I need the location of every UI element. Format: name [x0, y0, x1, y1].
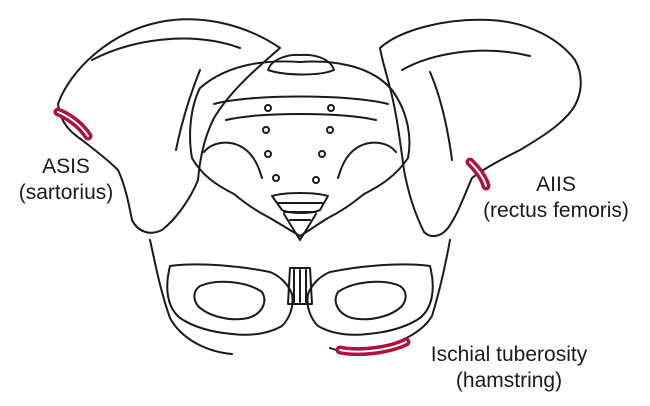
ischial-tuberosity-label: Ischial tuberosity (hamstring) [404, 342, 614, 394]
right-iliac-fossa [401, 49, 531, 161]
right-pubis [306, 263, 434, 336]
aiis-label: AIIS (rectus femoris) [466, 172, 646, 224]
sacral-ala-line [225, 113, 377, 121]
left-obturator-foramen [193, 280, 266, 321]
sacrum [189, 60, 411, 237]
ischial-tuberosity-label-muscle: (hamstring) [455, 369, 563, 392]
left-iliac-fossa [91, 37, 241, 151]
sacral-base-line [213, 95, 389, 105]
asis-label-name: ASIS [42, 155, 90, 178]
sacral-promontory [267, 53, 335, 76]
coccyx-tip [283, 213, 317, 241]
aiis-label-name: AIIS [536, 173, 576, 196]
left-ischium [149, 239, 233, 355]
asis-label-muscle: (sartorius) [18, 181, 114, 204]
sacrum-inner-right [337, 141, 397, 179]
coccyx-segments [277, 202, 323, 221]
sacral-foramina [262, 104, 335, 184]
asis-label: ASIS (sartorius) [0, 154, 132, 206]
aiis-label-muscle: (rectus femoris) [483, 199, 629, 222]
pubic-symphysis [287, 267, 313, 305]
attachment-markers [53, 107, 491, 357]
left-pubis [166, 263, 294, 336]
ischial-tuberosity-label-name: Ischial tuberosity [430, 343, 588, 366]
left-ilium [57, 18, 281, 234]
sacrum-inner-left [203, 141, 263, 179]
right-obturator-foramen [334, 280, 407, 321]
pubic-symphysis-lines [293, 269, 307, 303]
